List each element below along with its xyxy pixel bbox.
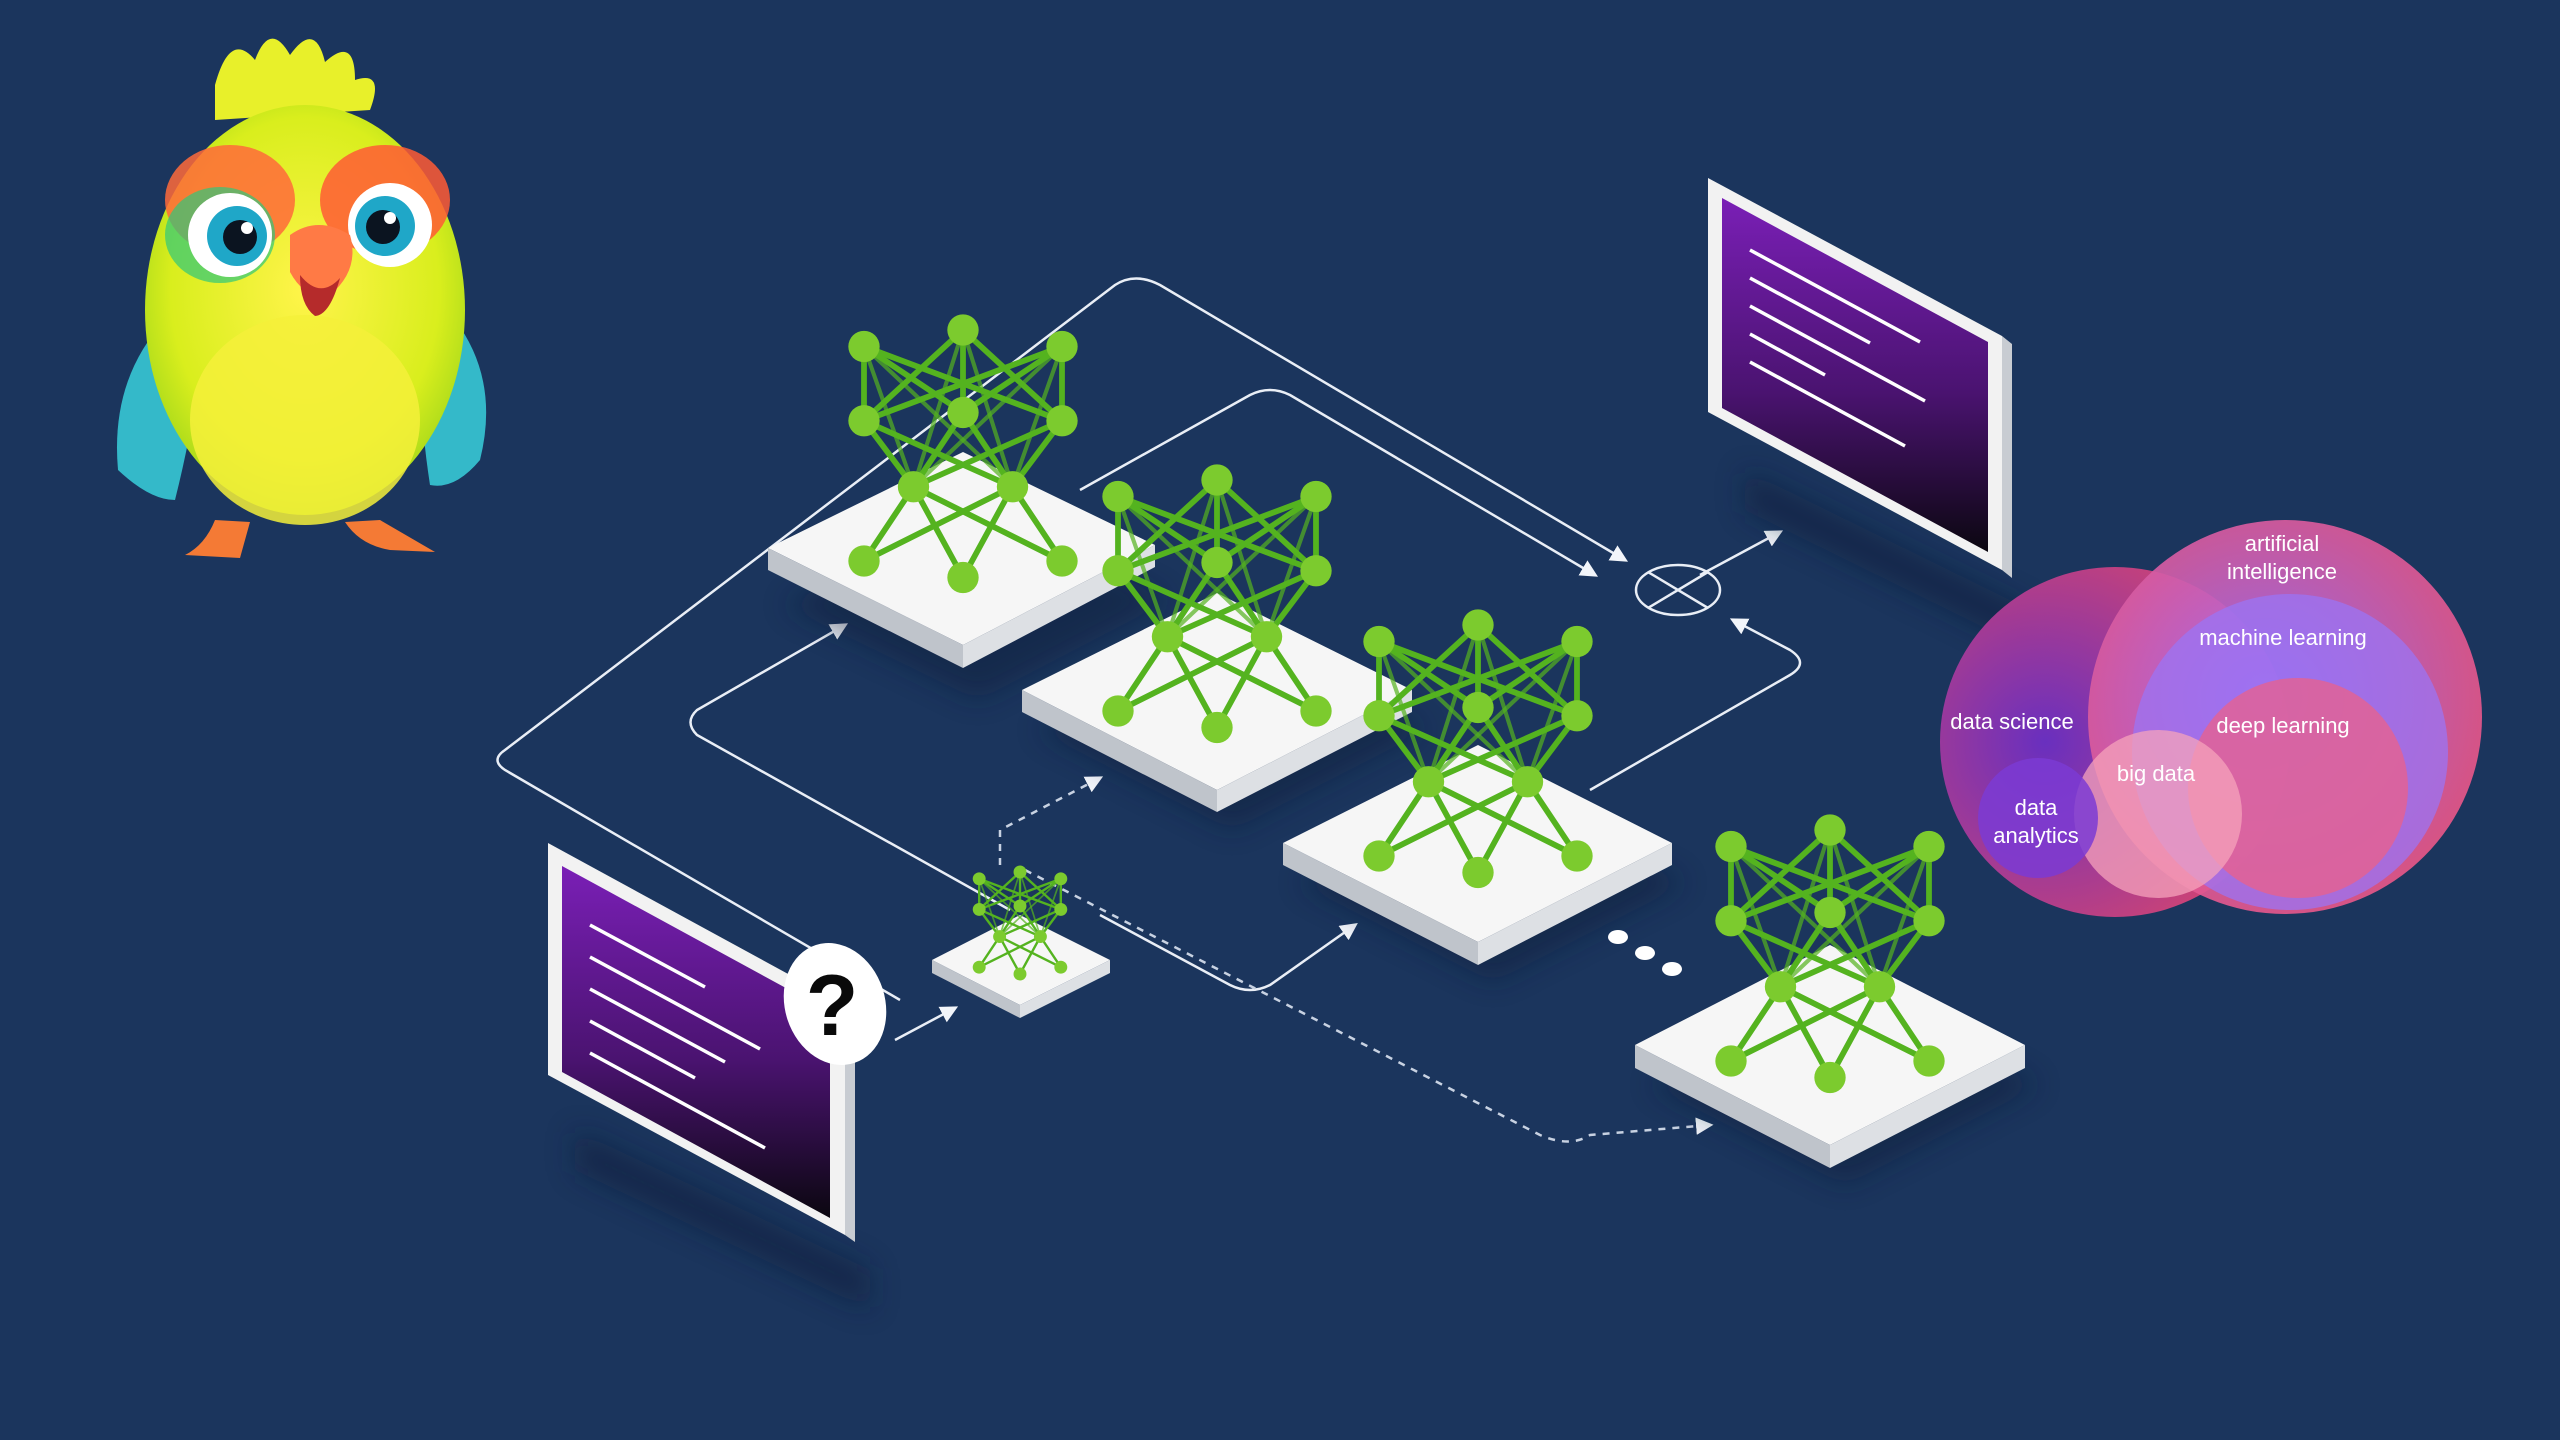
network-node [1102, 480, 1134, 513]
connector-expert2-to-combiner [1079, 388, 1599, 577]
parrot-mascot-icon [116, 38, 487, 558]
expert-network-2 [1102, 464, 1332, 744]
dashed-router-to-expert2 [998, 776, 1104, 865]
network-node [848, 405, 880, 437]
ai-venn-diagram: artificial intelligence machine learning… [1940, 520, 2482, 917]
network-node [1046, 545, 1078, 577]
network-node [1913, 1045, 1945, 1077]
network-node [1102, 555, 1134, 587]
network-node [1013, 899, 1027, 913]
network-node [1102, 695, 1134, 727]
label-big-data: big data [2117, 761, 2196, 786]
venn-big-data [2074, 730, 2242, 898]
network-node [972, 902, 986, 916]
label-data-science: data science [1950, 709, 2074, 734]
network-node [1561, 700, 1593, 732]
label-deep-learning: deep learning [2216, 713, 2349, 738]
router-tile [932, 915, 1110, 1018]
prompt-text-lines [589, 923, 766, 1150]
network-node [1151, 621, 1184, 653]
network-node [1033, 930, 1047, 944]
network-node [1462, 856, 1494, 889]
question-mark-icon: ? [783, 943, 887, 1065]
label-intelligence: intelligence [2227, 559, 2337, 584]
connector-combiner-to-output [1699, 530, 1784, 577]
input-panel: ? [548, 843, 887, 1310]
network-node [897, 471, 930, 503]
connector-router-to-expert2 [689, 623, 1011, 912]
network-node [1462, 609, 1494, 641]
network-node [1814, 896, 1846, 929]
network-node [1814, 814, 1846, 846]
text-document-icon [1749, 248, 1926, 448]
network-node [1462, 691, 1494, 724]
network-node [1363, 700, 1395, 732]
network-node [1201, 546, 1233, 579]
label-machine-learning: machine learning [2199, 625, 2367, 650]
network-node [1054, 902, 1068, 916]
network-node [1412, 766, 1445, 798]
label-analytics: analytics [1993, 823, 2079, 848]
connector-router-to-expert3 [1099, 913, 1358, 992]
venn-deep-learning [2188, 678, 2408, 898]
network-node [996, 471, 1029, 503]
network-node [1715, 905, 1747, 937]
network-node [1250, 621, 1283, 653]
network-node [1300, 695, 1332, 727]
network-node [1054, 960, 1068, 974]
network-node [1013, 865, 1027, 879]
network-node [1363, 625, 1395, 658]
network-node [1046, 330, 1078, 363]
network-node [972, 960, 986, 974]
more-experts-ellipsis [1608, 930, 1682, 976]
network-node [1046, 405, 1078, 437]
network-node [947, 396, 979, 429]
network-node [947, 561, 979, 594]
network-node [1814, 1061, 1846, 1094]
network-node [1863, 971, 1896, 1003]
combiner-icon [1634, 563, 1722, 617]
label-data: data [2015, 795, 2059, 820]
connector-expert3-to-combiner [1589, 618, 1802, 792]
network-node [1913, 830, 1945, 863]
network-node [1715, 1045, 1747, 1077]
network-node [848, 545, 880, 577]
network-node [1511, 766, 1544, 798]
connector-router-to-expert1 [496, 277, 1629, 1002]
question-badge-text: ? [806, 958, 859, 1054]
network-node [1913, 905, 1945, 937]
network-node [947, 314, 979, 346]
network-node [1201, 464, 1233, 496]
network-node [1764, 971, 1797, 1003]
label-artificial: artificial [2245, 531, 2320, 556]
network-node [1561, 625, 1593, 658]
expert-network-3 [1363, 609, 1593, 889]
network-node [1054, 872, 1068, 886]
output-panel [1708, 178, 2030, 650]
network-node [1561, 840, 1593, 872]
network-node [1201, 711, 1233, 744]
network-node [1363, 840, 1395, 872]
network-node [993, 930, 1007, 944]
dashed-router-to-expert4 [1024, 868, 1714, 1143]
network-node [1300, 480, 1332, 513]
expert-network-1 [848, 314, 1078, 594]
expert-network-4 [1715, 814, 1945, 1094]
network-node [1013, 967, 1027, 981]
venn-data-analytics [1978, 758, 2098, 878]
connector-input-to-router [894, 1006, 959, 1042]
network-node [972, 872, 986, 886]
network-node [1300, 555, 1332, 587]
dashed-connectors [998, 776, 1714, 1143]
network-node [1715, 830, 1747, 863]
neural-networks [848, 314, 1945, 1094]
router-network-icon [972, 865, 1068, 981]
network-node [848, 330, 880, 363]
connector-lines [496, 277, 1802, 1042]
